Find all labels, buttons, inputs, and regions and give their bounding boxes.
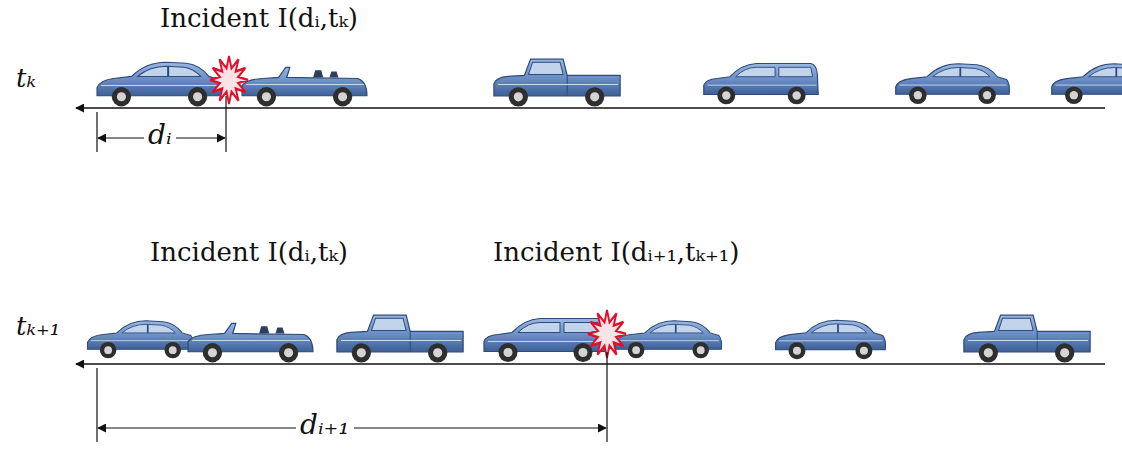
incident-label: Incident I(dᵢ,tₖ)	[150, 238, 348, 268]
distance-label: dᵢ	[144, 119, 176, 151]
time-label: tₖ₊₁	[16, 312, 60, 342]
time-label: tₖ	[16, 64, 36, 94]
distance-label: dᵢ₊₁	[296, 409, 354, 441]
incident-label: Incident I(dᵢ₊₁,tₖ₊₁)	[493, 238, 739, 268]
incident-label: Incident I(dᵢ,tₖ)	[160, 4, 358, 34]
